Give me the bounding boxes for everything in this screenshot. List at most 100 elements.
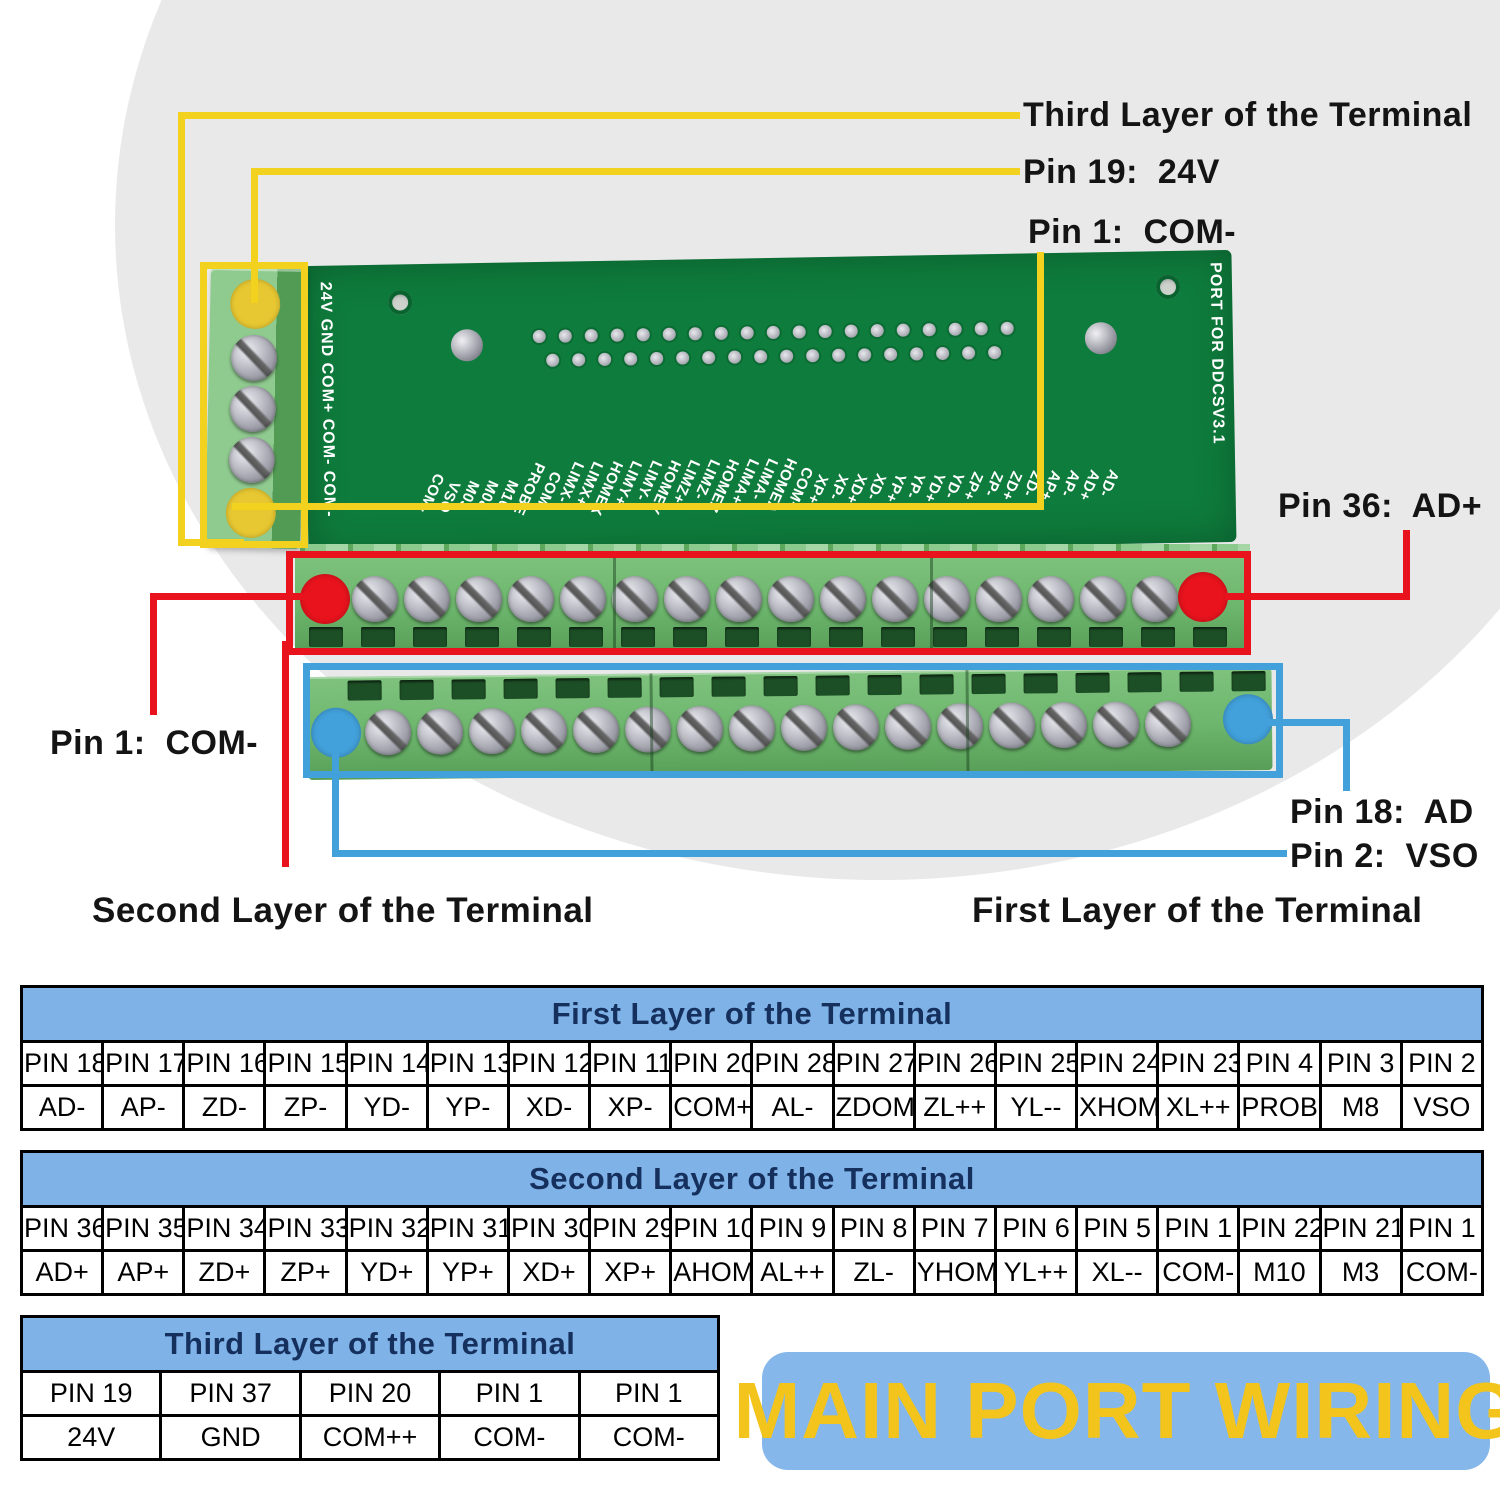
terminal-screw [716, 576, 762, 622]
solder-pad [532, 329, 546, 344]
signal-cell: XP- [588, 1084, 673, 1131]
terminal-slot [777, 627, 811, 647]
pin-cell: PIN 10 [669, 1205, 754, 1252]
pin-cell: PIN 8 [831, 1205, 916, 1252]
pin-cell: PIN 14 [344, 1040, 429, 1087]
pin-cell: PIN 5 [1075, 1205, 1160, 1252]
yellow-line-pin19-h [251, 168, 1020, 175]
pin-cell: PIN 15 [263, 1040, 348, 1087]
pin-cell: PIN 1 [1399, 1205, 1485, 1252]
signal-cell: XD+ [506, 1249, 592, 1296]
terminal-slot [309, 627, 343, 647]
solder-pad [948, 322, 962, 336]
solder-pad [688, 327, 702, 341]
signal-cell: XL-- [1075, 1249, 1160, 1296]
pin-cell: PIN 19 [19, 1370, 163, 1417]
pin-cell: PIN 6 [993, 1205, 1079, 1252]
pin-cell: PIN 23 [1156, 1040, 1241, 1087]
mounting-hole-left [387, 290, 413, 315]
pin-cell: PIN 1 [438, 1370, 581, 1417]
solder-pad [662, 327, 676, 341]
red-line-pin1-v [150, 593, 157, 715]
pin-cell: PIN 33 [263, 1205, 348, 1252]
pin-cell: PIN 11 [588, 1040, 673, 1087]
red-box-second-layer [286, 551, 1251, 655]
terminal-slot [413, 627, 447, 647]
solder-pad [780, 349, 794, 363]
solder-pad [858, 348, 872, 362]
signal-cell: COM++ [298, 1414, 442, 1461]
red-line-pin1-h [150, 593, 310, 600]
signal-cell: COM- [1399, 1249, 1485, 1296]
signal-cell: ZL- [831, 1249, 916, 1296]
solder-pad [636, 328, 650, 342]
signal-cell: COM+ [669, 1084, 754, 1131]
yellow-line-pin1-v [1037, 252, 1044, 510]
pin-cell: PIN 28 [750, 1040, 835, 1087]
solder-pad [962, 346, 976, 360]
solder-pad [806, 349, 820, 363]
terminal-slot [1089, 627, 1123, 647]
pin-cell: PIN 37 [159, 1370, 302, 1417]
yellow-line-third-layer-v [178, 112, 185, 546]
solder-pad [896, 323, 910, 337]
solder-pad [832, 348, 846, 362]
pin-cell: PIN 31 [425, 1205, 510, 1252]
solder-pad [910, 347, 924, 361]
badge-label: MAIN PORT WIRING [733, 1366, 1500, 1455]
solder-pad [988, 345, 1002, 360]
pin2-callout: Pin 2: VSO [1290, 837, 1479, 875]
signal-cell: 24V [19, 1414, 163, 1461]
table-title: Third Layer of the Terminal [20, 1315, 720, 1373]
terminal-slot [829, 627, 863, 647]
blue-line-pin2-h [332, 850, 1287, 857]
screw-post-left [450, 329, 484, 362]
pin-cell: PIN 1 [1156, 1205, 1241, 1252]
terminal-screw [1028, 576, 1074, 622]
yellow-line-pin1-h [232, 503, 1044, 510]
terminal-screw [404, 576, 450, 622]
pcb-edge-label-left: 24V GND COM+ COM- COM- [316, 281, 338, 518]
table-title: Second Layer of the Terminal [20, 1150, 1484, 1208]
signal-cell: XD- [506, 1084, 592, 1131]
strip-seam [930, 553, 933, 652]
pin-cell: PIN 20 [298, 1370, 442, 1417]
terminal-screw [924, 576, 970, 622]
signal-cell: ZDOME [831, 1084, 916, 1131]
pin-cell: PIN 21 [1318, 1205, 1403, 1252]
pin-cell: PIN 24 [1075, 1040, 1160, 1087]
signal-cell: YD- [344, 1084, 429, 1131]
signal-cell: AD+ [19, 1249, 105, 1296]
signal-cell: AP+ [101, 1249, 186, 1296]
second-layer-caption: Second Layer of the Terminal [92, 891, 594, 930]
solder-pad [766, 325, 780, 340]
terminal-slot [1141, 627, 1175, 647]
solder-pad [624, 352, 638, 366]
terminal-screw [352, 576, 398, 622]
red-line-pin36-h [1225, 593, 1410, 600]
terminal-screw [560, 576, 606, 622]
pin18-callout: Pin 18: AD [1290, 793, 1474, 831]
pin-cell: PIN 3 [1318, 1040, 1403, 1087]
pin-cell: PIN 4 [1237, 1040, 1322, 1087]
solder-pad [974, 322, 988, 336]
pin-cell: PIN 9 [750, 1205, 835, 1252]
pin-cell: PIN 25 [993, 1040, 1079, 1087]
terminal-slot [725, 627, 759, 647]
pin1-left-callout: Pin 1: COM- [50, 724, 259, 762]
solder-pad [936, 346, 950, 361]
solder-pad [598, 352, 612, 366]
terminal-slot [361, 627, 395, 647]
terminal-slot [933, 627, 967, 647]
terminal-screw [1080, 576, 1126, 622]
solder-pad [610, 328, 624, 342]
terminal-screw [456, 576, 502, 622]
blue-line-pin18-h [1255, 719, 1350, 726]
signal-cell: YL++ [993, 1249, 1079, 1296]
signal-cell: YL-- [993, 1084, 1079, 1131]
red-line-pin36-v [1403, 530, 1410, 600]
pin-cell: PIN 34 [182, 1205, 267, 1252]
signal-cell: AD- [19, 1084, 105, 1131]
